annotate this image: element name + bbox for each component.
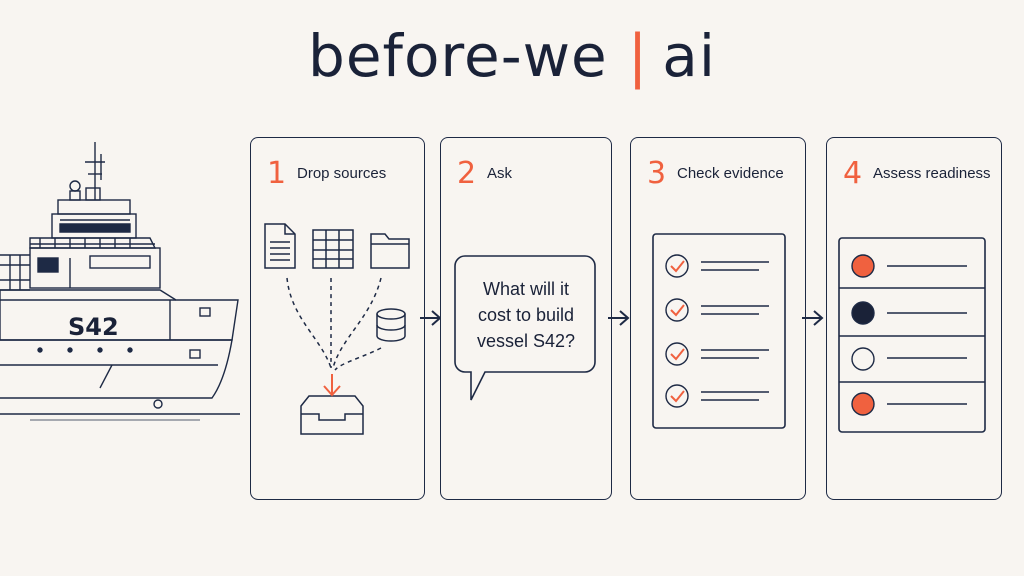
step-ask-panel: 2 Ask What will it cost to build vessel … <box>440 137 612 500</box>
step-label: Drop sources <box>297 165 387 182</box>
step-assess-readiness-panel: 4 Assess readiness <box>826 137 1002 500</box>
step-label: Check evidence <box>677 165 784 182</box>
brand-name: before-we <box>308 22 608 90</box>
readiness-status-list <box>838 237 986 433</box>
status-dot-icon <box>851 301 875 325</box>
ship-illustration <box>0 142 240 421</box>
status-dot-icon <box>851 347 875 371</box>
check-icon <box>670 390 685 403</box>
check-icon <box>670 348 685 361</box>
ship-hull-label: S42 <box>68 313 119 341</box>
drop-sources-illustration <box>264 223 410 435</box>
step-drop-sources-panel: 1 Drop sources <box>250 137 425 500</box>
brand-separator: | <box>627 22 649 90</box>
step-label: Assess readiness <box>873 165 991 182</box>
step-number: 3 <box>647 156 667 191</box>
brand-suffix: ai <box>662 22 716 90</box>
step-number: 2 <box>457 156 477 191</box>
step-label: Ask <box>487 165 513 182</box>
step-check-evidence-panel: 3 Check evidence <box>630 137 806 500</box>
check-icon <box>670 260 685 273</box>
check-icon <box>670 304 685 317</box>
arrow-right-icon <box>608 310 630 326</box>
status-dot-icon <box>851 392 875 416</box>
status-dot-icon <box>851 254 875 278</box>
evidence-checklist <box>652 233 786 429</box>
step-number: 4 <box>843 156 863 191</box>
app-title: before-we |ai <box>0 22 1024 90</box>
question-text: What will it cost to build vessel S42? <box>476 279 576 351</box>
step-number: 1 <box>267 156 287 191</box>
arrow-right-icon <box>802 310 824 326</box>
speech-bubble-icon <box>454 255 596 401</box>
